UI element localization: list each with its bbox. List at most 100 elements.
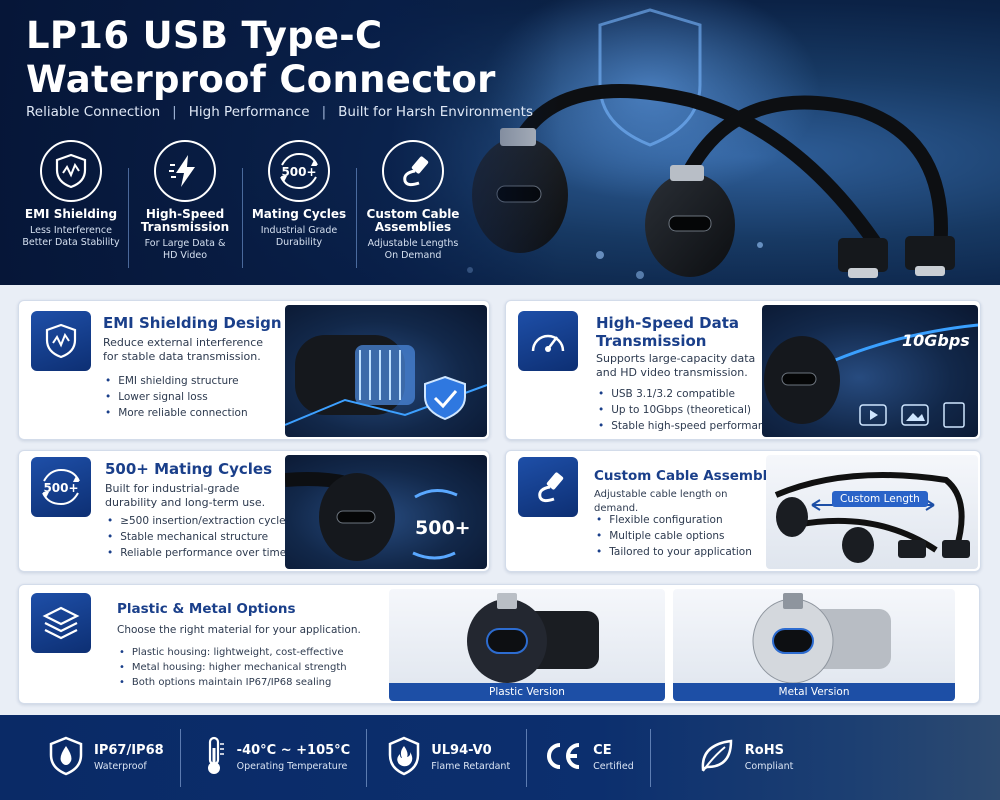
footer-subtitle: Flame Retardant [431,761,511,772]
list-item: Lower signal loss [105,389,248,405]
footer-title: CE [593,743,612,758]
page-title: LP16 USB Type-C Waterproof Connector [26,14,496,102]
list-item: Reliable performance over time [107,545,291,561]
card-bullet-list: Flexible configuration Multiple cable op… [596,512,752,560]
card-description: Choose the right material for your appli… [117,624,361,636]
hero-feature-desc: Better Data Stability [22,237,120,248]
card-description: Reduce external interference for stable … [103,336,264,363]
shield-wave-icon [40,140,102,202]
footer-item-temperature: -40°C ~ +105°C Operating Temperature [179,728,367,787]
card-bullet-list: EMI shielding structure Lower signal los… [105,373,248,421]
list-item: Plastic housing: lightweight, cost-effec… [119,645,347,660]
list-item: Metal housing: higher mechanical strengt… [119,660,347,675]
list-item: More reliable connection [105,405,247,421]
card-description: Supports large-capacity data and HD vide… [596,352,756,379]
footer-subtitle: Waterproof [94,761,147,772]
flame-shield-icon [387,736,421,780]
speed-product-image: 10Gbps [762,305,978,437]
card-bullet-list: ≥500 insertion/extraction cycles Stable … [107,513,291,561]
tagline-item: High Performance [188,104,310,120]
hero-feature-desc: HD Video [162,250,208,261]
mating-image-label: 500+ [415,517,471,539]
footer-title: UL94-V0 [431,743,492,758]
hero-feature-title: Mating Cycles [251,207,347,221]
card-title: Custom Cable Assemblies [594,468,790,484]
metal-version-label: Metal Version [673,683,955,701]
hero-feature-desc: For Large Data & [144,238,226,249]
list-item: Flexible configuration [596,512,752,528]
speed-image-label: 10Gbps [902,331,970,350]
hero-feature-desc: On Demand [384,250,442,261]
lightning-icon [154,140,216,202]
list-item: Stable high-speed performance [598,418,777,434]
layers-icon [31,593,91,653]
hero-left-shade [0,0,560,285]
list-item: USB 3.1/3.2 compatible [598,386,777,402]
cable-icon [518,457,578,517]
card-custom-cable: Custom Cable Assemblies Adjustable cable… [505,450,981,572]
hero-feature-custom: Custom Cable Assemblies Adjustable Lengt… [356,140,470,268]
card-description: Built for industrial-grade durability an… [105,482,266,509]
metal-version-image: Metal Version [673,589,955,701]
cable-icon [382,140,444,202]
card-high-speed: High-Speed Data Transmission Supports la… [505,300,981,440]
thermometer-icon [201,736,227,780]
footer-title: -40°C ~ +105°C [236,743,351,758]
hero-feature-title: High-Speed Transmission [140,207,230,234]
list-item: Multiple cable options [596,528,752,544]
hero-feature-title: Custom Cable Assemblies [366,207,460,234]
hero-banner: LP16 USB Type-C Waterproof Connector Rel… [0,0,1000,285]
plastic-version-label: Plastic Version [389,683,665,701]
shield-icon [48,736,84,780]
card-description: Adjustable cable length on demand. [594,489,728,514]
list-item: Tailored to your application [596,544,752,560]
card-title: EMI Shielding Design [103,314,282,332]
card-title: High-Speed Data Transmission [596,314,740,350]
card-bullet-list: USB 3.1/3.2 compatible Up to 10Gbps (the… [598,386,777,434]
title-line-1: LP16 USB Type-C [26,14,383,57]
mating-product-image: 500+ [285,455,487,569]
card-title: 500+ Mating Cycles [105,460,273,478]
plastic-version-image: Plastic Version [389,589,665,701]
footer-subtitle: Compliant [744,761,794,772]
list-item: Both options maintain IP67/IP68 sealing [119,675,347,690]
hero-feature-title: EMI Shielding [24,207,118,221]
card-material-options: Plastic & Metal Options Choose the right… [18,584,980,704]
card-title: Plastic & Metal Options [117,601,296,617]
speedometer-icon [518,311,578,371]
footer-title: RoHS [744,743,784,758]
tagline: Reliable Connection | High Performance |… [26,104,533,120]
emi-product-image [285,305,487,437]
hero-feature-desc: Less Interference [29,225,112,236]
tagline-item: Built for Harsh Environments [338,104,534,120]
svg-text:500+: 500+ [43,481,78,495]
footer-item-rohs: RoHS Compliant [649,728,810,787]
custom-length-label: Custom Length [832,491,928,507]
tagline-separator: | [321,104,327,120]
cycle-500-icon: 500+ [268,140,330,202]
hero-feature-desc: Adjustable Lengths [367,238,459,249]
custom-product-image: Custom Length [766,455,978,569]
card-bullet-list: Plastic housing: lightweight, cost-effec… [119,645,347,690]
card-emi-shielding: EMI Shielding Design Reduce external int… [18,300,490,440]
hero-feature-desc: Industrial Grade [260,225,338,236]
hero-feature-speed: High-Speed Transmission For Large Data &… [128,140,242,268]
svg-text:500+: 500+ [281,165,316,179]
footer-title: IP67/IP68 [94,743,164,758]
leaf-icon [697,737,735,779]
list-item: ≥500 insertion/extraction cycles [107,513,291,529]
title-line-2: Waterproof Connector [26,58,496,101]
footer-subtitle: Operating Temperature [236,761,348,772]
shield-wave-icon [31,311,91,371]
tagline-separator: | [172,104,177,120]
list-item: Stable mechanical structure [107,529,291,545]
list-item: Up to 10Gbps (theoretical) [598,402,777,418]
hero-feature-desc: Durability [275,237,323,248]
